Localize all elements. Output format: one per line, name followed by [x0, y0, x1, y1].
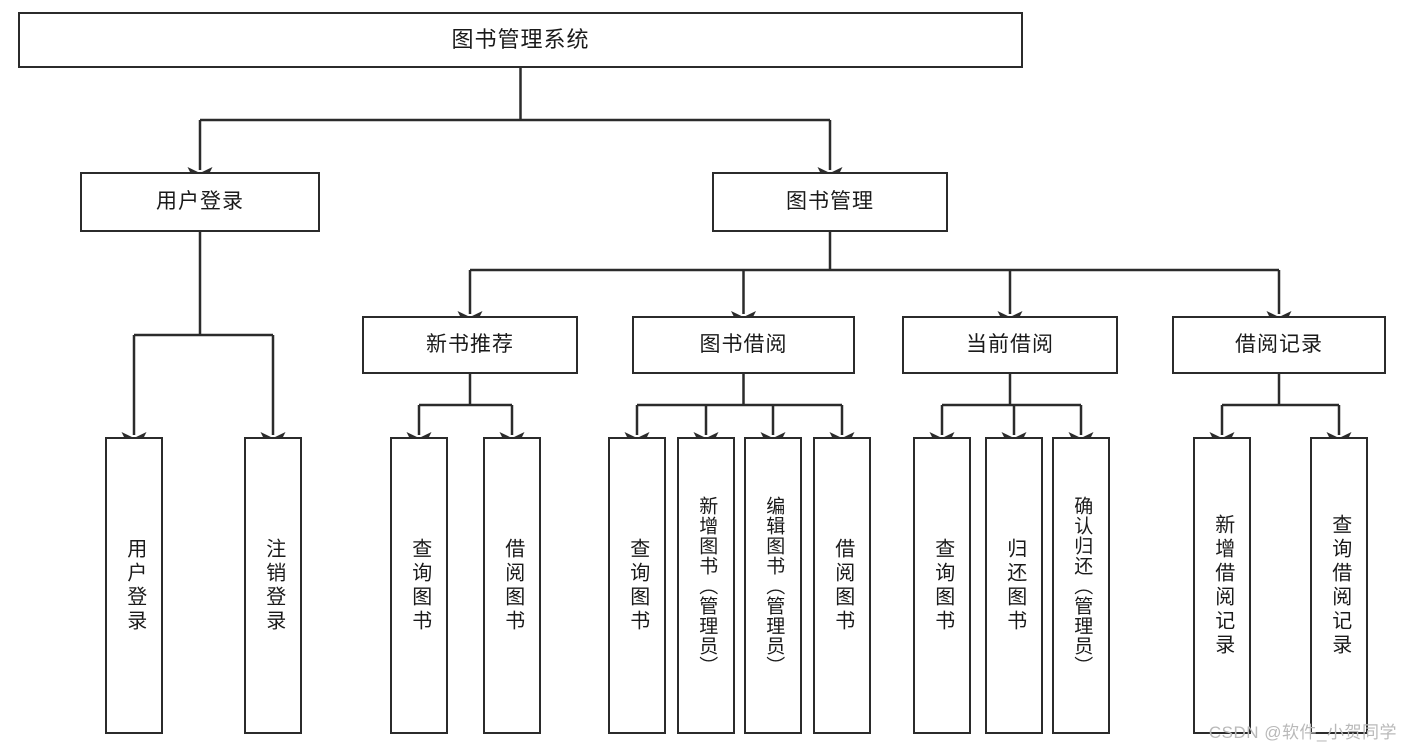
node-label: 新增图书（管理员）	[696, 495, 718, 676]
node-label: 图书管理系统	[451, 26, 590, 52]
node-bookmgmt: 图书管理	[712, 172, 948, 232]
node-label: 归还图书	[1003, 537, 1026, 634]
node-l10: 归还图书	[985, 437, 1043, 734]
node-borrow: 图书借阅	[632, 316, 855, 374]
node-l5: 查询图书	[608, 437, 666, 734]
node-login: 用户登录	[80, 172, 320, 232]
node-l13: 查询借阅记录	[1310, 437, 1368, 734]
node-label: 新书推荐	[426, 333, 514, 357]
node-l9: 查询图书	[913, 437, 971, 734]
node-l6: 新增图书（管理员）	[677, 437, 735, 734]
node-l4: 借阅图书	[483, 437, 541, 734]
node-label: 用户登录	[156, 190, 244, 214]
node-label: 新增借阅记录	[1211, 513, 1234, 658]
node-label: 借阅图书	[831, 537, 854, 634]
node-label: 借阅图书	[501, 537, 524, 634]
node-label: 图书管理	[786, 190, 874, 214]
node-current: 当前借阅	[902, 316, 1118, 374]
node-l1: 用户登录	[105, 437, 163, 734]
node-label: 查询图书	[931, 537, 954, 634]
node-l3: 查询图书	[390, 437, 448, 734]
node-label: 注销登录	[262, 537, 285, 634]
node-label: 图书借阅	[699, 333, 788, 357]
node-label: 编辑图书（管理员）	[763, 495, 785, 676]
node-l7: 编辑图书（管理员）	[744, 437, 802, 734]
node-l8: 借阅图书	[813, 437, 871, 734]
node-label: 查询借阅记录	[1328, 513, 1351, 658]
node-history: 借阅记录	[1172, 316, 1386, 374]
node-label: 查询图书	[626, 537, 649, 634]
node-l12: 新增借阅记录	[1193, 437, 1251, 734]
node-label: 借阅记录	[1235, 333, 1323, 357]
node-l2: 注销登录	[244, 437, 302, 734]
node-label: 查询图书	[408, 537, 431, 634]
watermark: CSDN @软件_小贺同学	[1208, 723, 1397, 742]
node-newrec: 新书推荐	[362, 316, 578, 374]
node-root: 图书管理系统	[18, 12, 1023, 68]
node-label: 当前借阅	[966, 333, 1054, 357]
node-label: 确认归还（管理员）	[1071, 495, 1093, 676]
node-l11: 确认归还（管理员）	[1052, 437, 1110, 734]
node-label: 用户登录	[123, 537, 146, 634]
